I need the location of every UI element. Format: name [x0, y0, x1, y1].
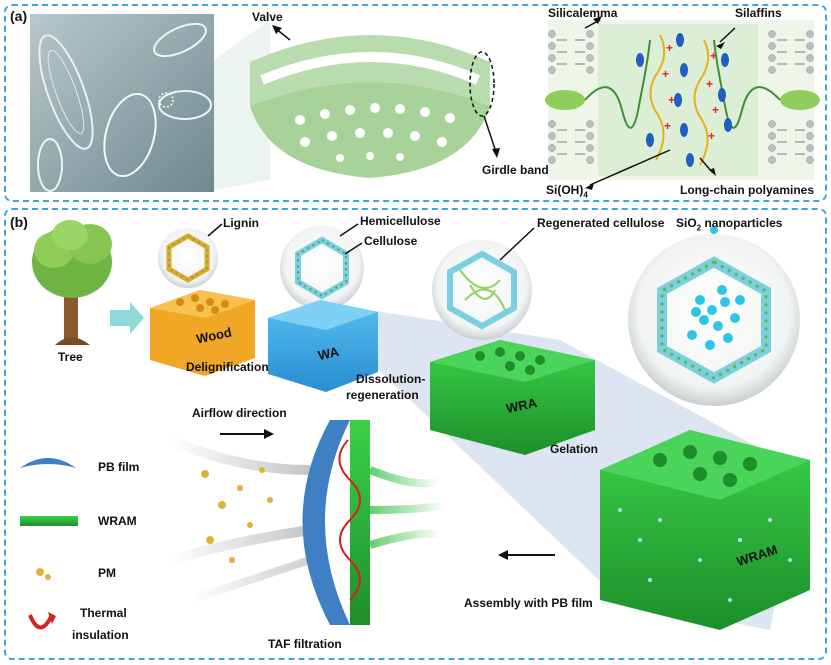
hemicellulose-label: Hemicellulose	[360, 214, 441, 228]
girdle-band-label: Girdle band	[482, 163, 549, 177]
svg-text:+: +	[666, 41, 673, 55]
cellulose-bubble	[280, 226, 364, 310]
dissolution-label-1: Dissolution-	[356, 372, 426, 386]
svg-text:+: +	[712, 103, 719, 117]
svg-text:+: +	[706, 77, 713, 91]
legend-wram: WRAM	[98, 514, 137, 528]
wram-block	[600, 430, 810, 630]
valve-label: Valve	[252, 10, 283, 24]
cellulose-label: Cellulose	[364, 234, 418, 248]
sio2-bubble	[628, 234, 800, 406]
gelation-label: Gelation	[550, 442, 599, 456]
legend-pm: PM	[98, 566, 116, 580]
diatom-micrograph	[30, 14, 214, 192]
legend-thermal-1: Thermal	[80, 606, 127, 620]
wra-block	[430, 340, 595, 455]
panel-a-label: (a)	[10, 8, 28, 24]
dissolution-label-2: regeneration	[346, 388, 419, 402]
panel-b-label: (b)	[10, 214, 28, 230]
airflow-direction-label: Airflow direction	[192, 406, 287, 420]
silicalemma-label: Silicalemma	[548, 6, 618, 20]
panel-b-frame	[4, 208, 827, 660]
legend-thermal-2: insulation	[72, 628, 129, 642]
svg-text:+: +	[708, 129, 715, 143]
assembly-label: Assembly with PB film	[464, 596, 593, 610]
silica-deposition-schematic: + + + + + + + +	[545, 16, 820, 190]
svg-text:+: +	[662, 67, 669, 81]
legend-pb-film: PB film	[98, 460, 140, 474]
svg-text:+: +	[664, 119, 671, 133]
svg-text:+: +	[668, 93, 675, 107]
taf-filtration-drawing	[159, 420, 446, 625]
wram-icon	[20, 516, 78, 526]
wa-block	[268, 300, 378, 392]
silaffins-label: Silaffins	[735, 6, 782, 20]
delignification-label: Delignification	[186, 360, 269, 374]
pb-film-icon	[20, 458, 76, 468]
sio2-nanoparticles-label: SiO2 nanoparticles	[676, 216, 783, 233]
pm-icon	[36, 568, 51, 580]
lignin-label: Lignin	[223, 216, 259, 230]
diatom-valve-drawing	[250, 25, 500, 178]
tree-label: Tree	[58, 350, 83, 364]
thermal-insulation-icon	[28, 614, 54, 630]
polyamines-label: Long-chain polyamines	[680, 183, 815, 197]
regenerated-cellulose-label: Regenerated cellulose	[537, 216, 665, 230]
panel-a-frame	[4, 4, 827, 202]
wood-block	[150, 290, 255, 376]
taf-filtration-label: TAF filtration	[268, 637, 342, 651]
sioh4-label: Si(OH)4	[546, 183, 588, 200]
svg-text:+: +	[710, 49, 717, 63]
tree-drawing	[32, 220, 112, 345]
